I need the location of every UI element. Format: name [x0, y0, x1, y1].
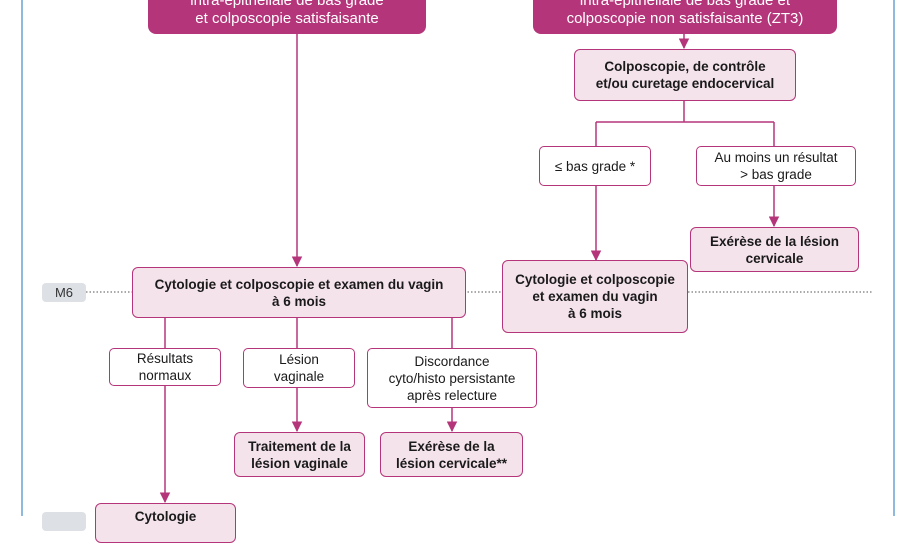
header-right-box: intra-épithéliale de bas grade et colpos…: [533, 0, 837, 34]
header-left-line2: et colposcopie satisfaisante: [195, 10, 379, 27]
header-right-line1: intra-épithéliale de bas grade et: [579, 0, 791, 9]
node-resultats-normaux: Résultats normaux: [109, 348, 221, 386]
header-left-box: intra-épithéliale de bas grade et colpos…: [148, 0, 426, 34]
node-traitement-vaginal: Traitement de la lésion vaginale: [234, 432, 365, 477]
node-sup-bas-grade: Au moins un résultat > bas grade: [696, 146, 856, 186]
node-cyto-right: Cytologie et colposcopie et examen du va…: [502, 260, 688, 333]
frame-left-border: [21, 0, 23, 516]
node-exerese-left: Exérèse de la lésion cervicale**: [380, 432, 523, 477]
connector-lines: [86, 34, 872, 504]
marker-bottom: [42, 512, 86, 531]
node-bas-grade: ≤ bas grade *: [539, 146, 651, 186]
node-cyto-left: Cytologie et colposcopie et examen du va…: [132, 267, 466, 318]
node-lesion-vaginale: Lésion vaginale: [243, 348, 355, 388]
node-exerese-right: Exérèse de la lésion cervicale: [690, 227, 859, 272]
marker-m6: M6: [42, 283, 86, 302]
node-cytologie-bottom: Cytologie: [95, 503, 236, 543]
node-cytologie-bottom-label: Cytologie: [134, 509, 197, 524]
header-left-line1: intra-épithéliale de bas grade: [190, 0, 384, 9]
header-right-line2: colposcopie non satisfaisante (ZT3): [566, 10, 804, 27]
node-discordance: Discordance cyto/histo persistante après…: [367, 348, 537, 408]
node-colposcopie-controle: Colposcopie, de contrôle et/ou curetage …: [574, 49, 796, 101]
frame-right-border: [893, 0, 895, 516]
